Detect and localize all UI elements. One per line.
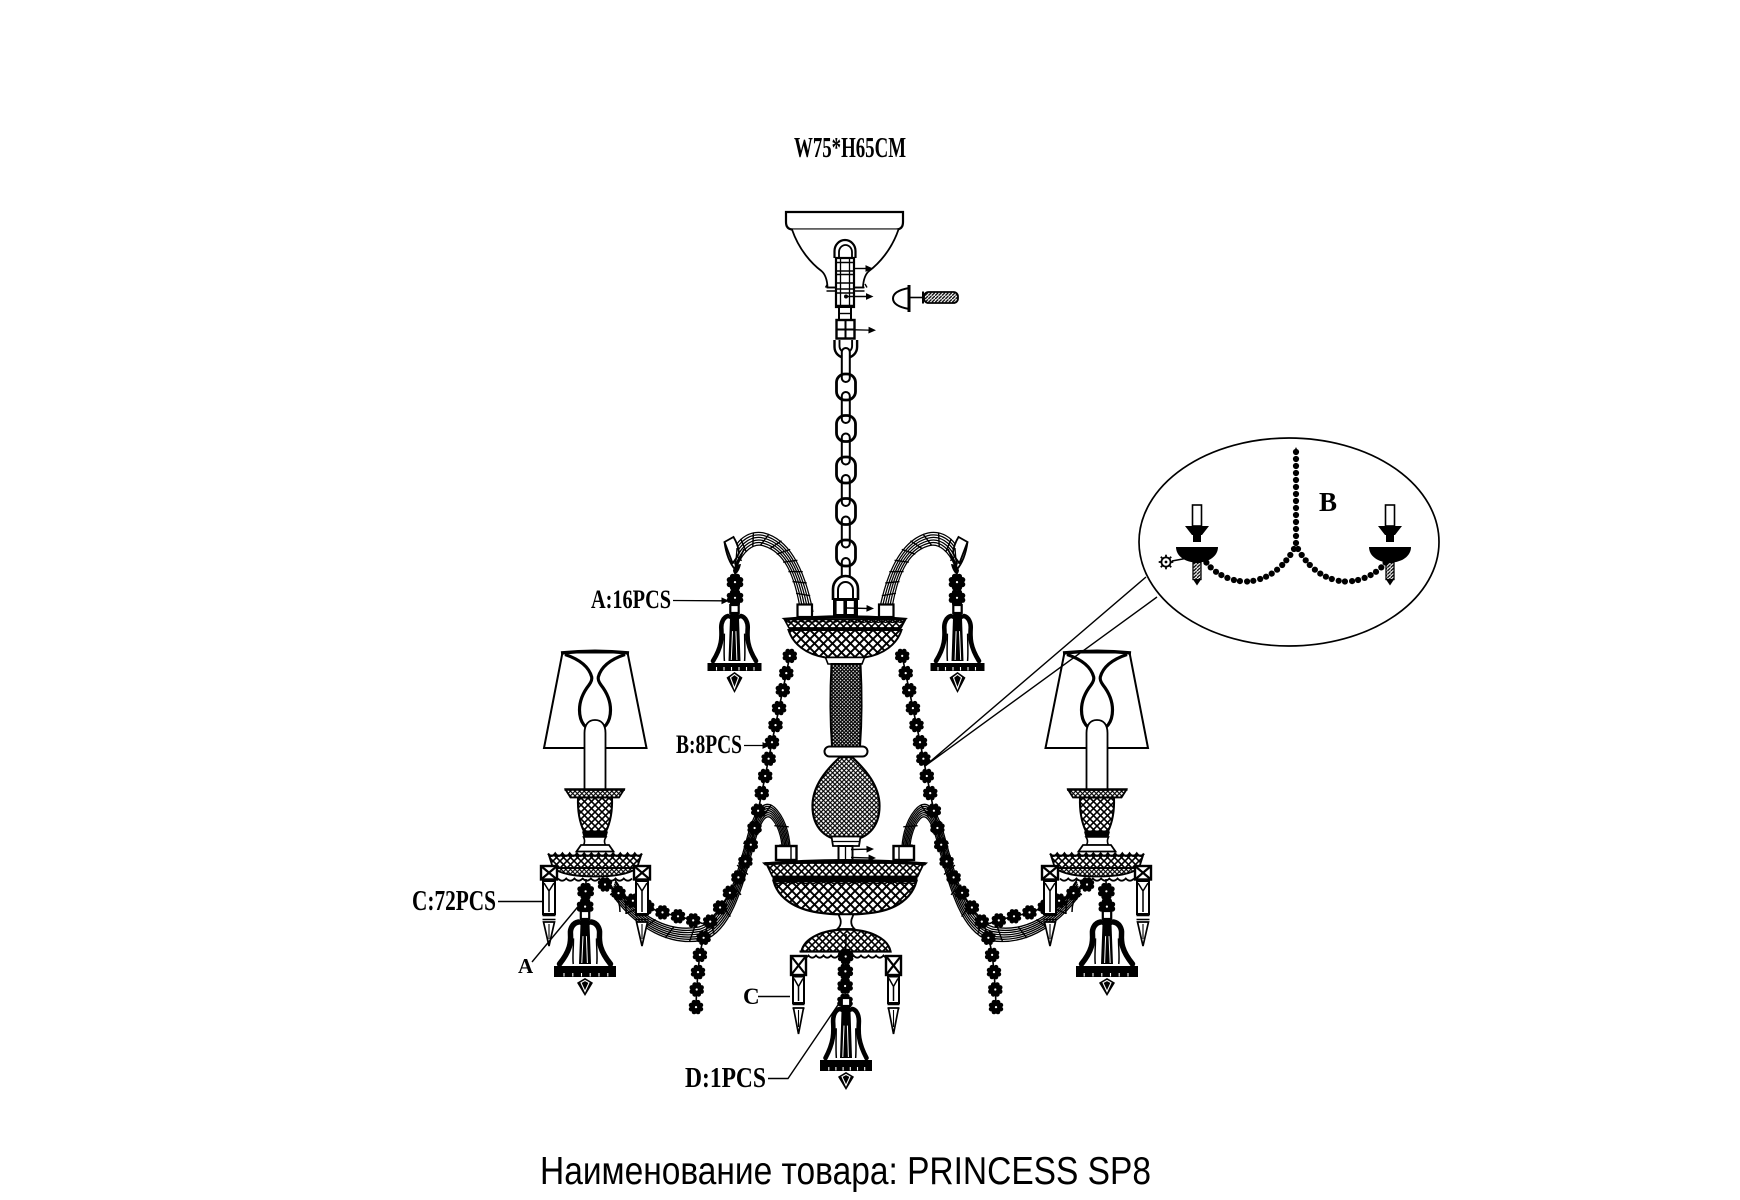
svg-text:A:16PCS: A:16PCS [591,585,671,614]
svg-text:B:8PCS: B:8PCS [676,730,742,759]
svg-text:B: B [1319,487,1337,517]
svg-text:C: C [743,984,760,1009]
svg-text:W75*H65CM: W75*H65CM [794,132,906,164]
svg-text:D:1PCS: D:1PCS [685,1062,766,1094]
svg-text:Наименование товара: PRINCESS: Наименование товара: PRINCESS SP8 [540,1150,1151,1193]
svg-text:A: A [518,954,534,978]
svg-text:C:72PCS: C:72PCS [412,885,496,917]
